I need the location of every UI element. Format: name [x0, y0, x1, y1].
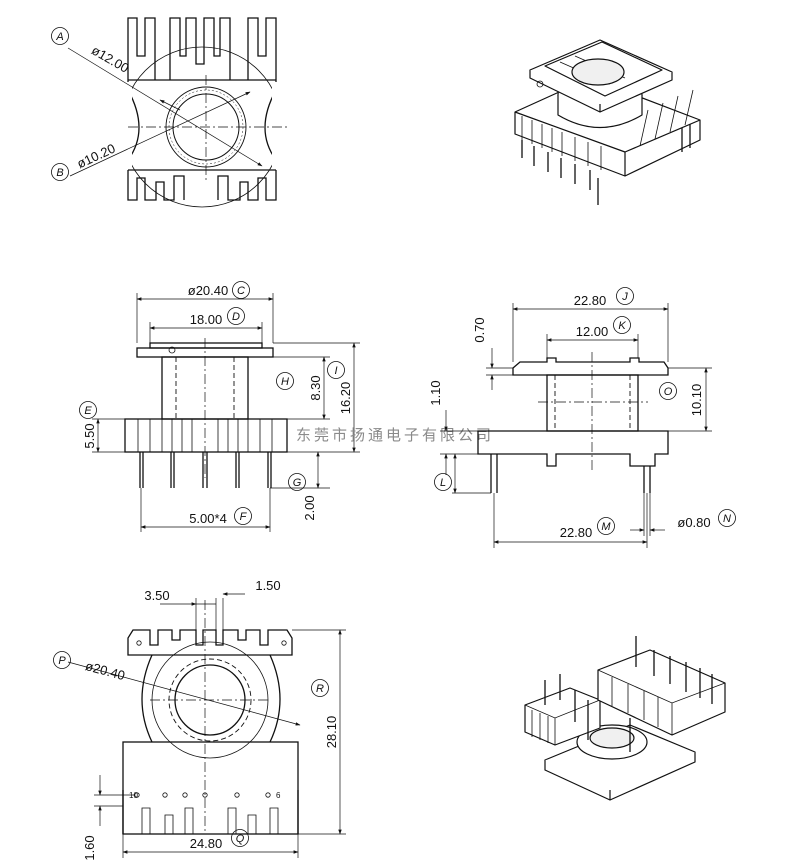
dim-o: 10.10 [689, 384, 704, 417]
label-e: E [84, 405, 92, 417]
label-b-circle [51, 163, 69, 181]
dim-p: ø20.40 [84, 658, 127, 683]
label-d: D [232, 311, 240, 323]
label-f: F [240, 511, 248, 523]
label-q: Q [236, 833, 245, 845]
pin-number-first: 10 [129, 791, 138, 800]
bottom-view-base [122, 741, 299, 835]
label-g: G [293, 477, 302, 489]
top-view: A ø12.00 B ø10.20 [51, 17, 288, 208]
dim-l-upper: 1.10 [428, 380, 443, 405]
label-i: I [334, 365, 337, 377]
dim-j: 22.80 [574, 293, 607, 308]
label-m: M [601, 521, 611, 533]
dim-k: 12.00 [576, 324, 609, 339]
dim-f: 5.00*4 [189, 511, 227, 526]
side-view: 22.80 J 12.00 K 0.70 1.10 L 10.10 O [428, 287, 736, 548]
dim-a: ø12.00 [89, 42, 132, 75]
front-base [124, 418, 288, 453]
label-h: H [281, 376, 289, 388]
label-c: C [237, 285, 245, 297]
label-k: K [618, 320, 626, 332]
label-p: P [58, 655, 66, 667]
front-view: ø20.40 C 18.00 D 5.50 E 5.00*4 F 16.20 I [79, 281, 360, 532]
bottom-view: 10 6 3.50 1.50 P ø20.40 28.10 R 24.80 Q [53, 578, 346, 861]
label-l: L [440, 477, 446, 489]
top-view-upper-comb [127, 17, 277, 81]
dim-m: 22.80 [560, 525, 593, 540]
iso-view-bottom [524, 636, 726, 801]
dim-e: 5.50 [82, 423, 97, 448]
dim-pitch-b: 1.50 [255, 578, 280, 593]
dim-q: 24.80 [190, 836, 223, 851]
pin-number-last: 6 [276, 791, 281, 800]
label-n: N [723, 513, 731, 525]
label-j: J [621, 291, 628, 303]
dim-g: 2.00 [302, 495, 317, 520]
dim-d: 18.00 [190, 312, 223, 327]
watermark-text: 东莞市扬通电子有限公司 [296, 426, 494, 444]
top-view-lower-comb [127, 169, 277, 201]
dim-b: ø10.20 [75, 141, 118, 172]
label-a: A [55, 31, 63, 43]
label-r: R [316, 683, 324, 695]
label-a-circle [51, 27, 69, 45]
dim-c: ø20.40 [188, 283, 228, 298]
dim-n: ø0.80 [677, 515, 710, 530]
dim-pin-offset: 1.60 [82, 835, 97, 860]
dim-h: 8.30 [308, 375, 323, 400]
iso-view-top [514, 39, 701, 205]
dim-i: 16.20 [338, 382, 353, 415]
dim-top-thick: 0.70 [472, 317, 487, 342]
label-b: B [56, 167, 63, 179]
label-o: O [664, 386, 673, 398]
dim-pitch-a: 3.50 [144, 588, 169, 603]
dim-r: 28.10 [324, 716, 339, 749]
